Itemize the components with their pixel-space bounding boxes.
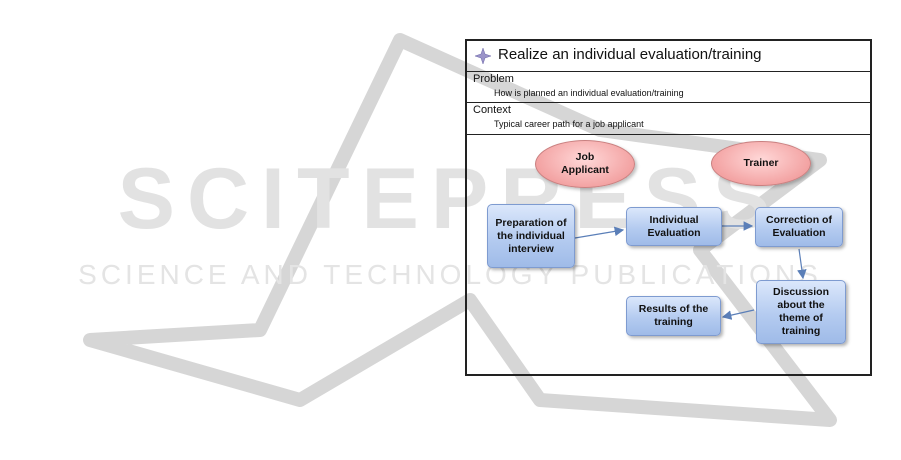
arrow-discussion-to-results [721,309,755,320]
four-point-star-icon [475,48,491,64]
role-job-applicant: Job Applicant [535,140,635,188]
step-correction: Correction of Evaluation [755,207,843,247]
arrow-preparation-to-evaluation [574,226,625,239]
step-results: Results of the training [626,296,721,336]
problem-section: Problem How is planned an individual eva… [467,71,870,103]
context-section: Context Typical career path for a job ap… [467,102,870,135]
context-label: Context [473,104,511,116]
workflow-arrows [574,221,807,320]
workflow-diagram: Job Applicant Trainer Preparation of the… [465,132,872,376]
step-preparation: Preparation of the individual interview [487,204,575,268]
problem-text: How is planned an individual evaluation/… [494,88,684,98]
watermark-tagline: SCIENCE AND TECHNOLOGY PUBLICATIONS [78,259,822,290]
pattern-panel: Realize an individual evaluation/trainin… [465,39,872,376]
watermark-logo-outline [83,33,837,427]
pattern-title: Realize an individual evaluation/trainin… [498,46,762,63]
role-trainer: Trainer [711,141,811,186]
step-discussion: Discussion about the theme of training [756,280,846,344]
arrow-correction-to-discussion [797,248,807,280]
pattern-title-row: Realize an individual evaluation/trainin… [467,41,870,72]
context-text: Typical career path for a job applicant [494,119,644,129]
problem-label: Problem [473,73,514,85]
step-individual-evaluation: Individual Evaluation [626,207,722,246]
